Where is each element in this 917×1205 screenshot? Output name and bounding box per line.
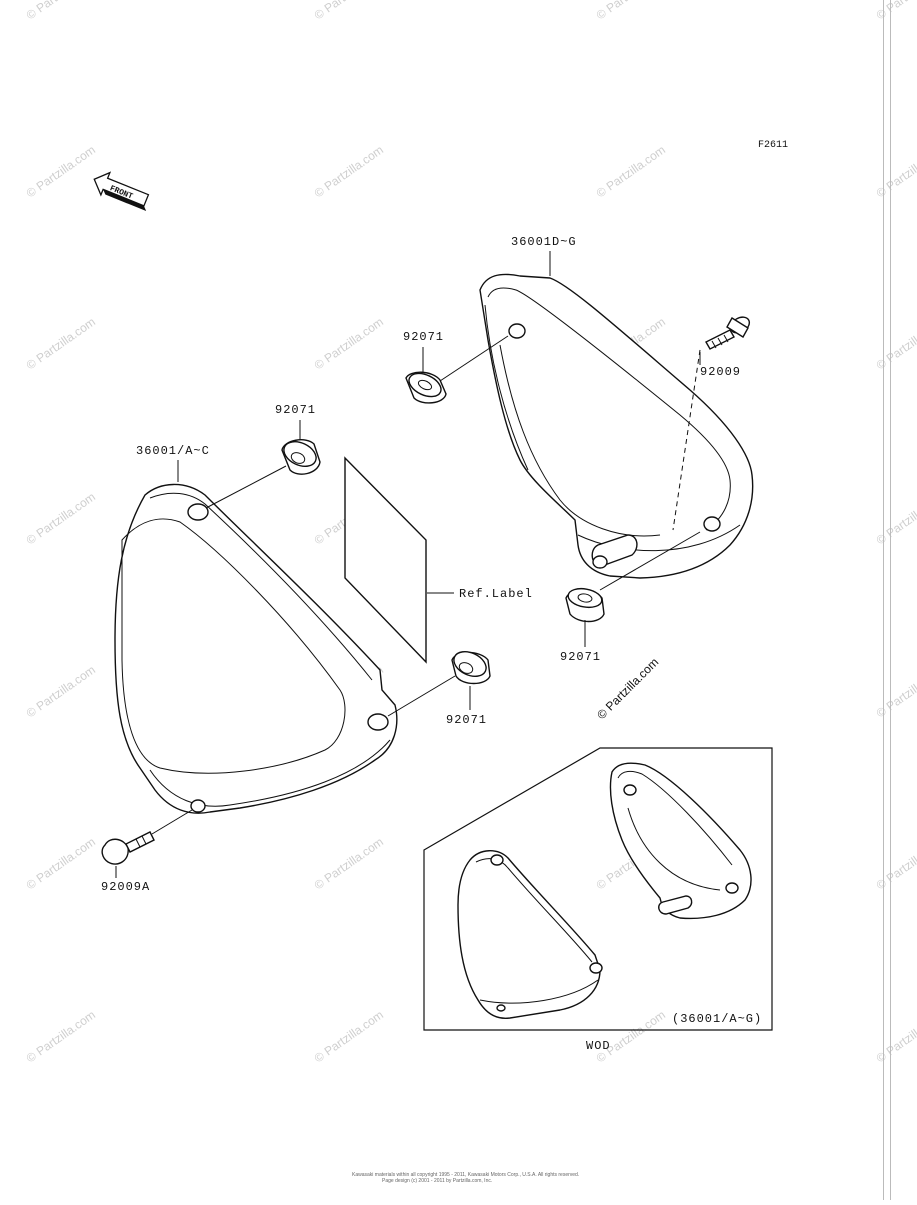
- part-label-92071: 92071: [403, 330, 444, 344]
- watermark-text: © Partzilla.com: [312, 1008, 386, 1066]
- watermark-text: © Partzilla.com: [24, 1008, 98, 1066]
- reference-label-sheet: [344, 456, 454, 664]
- mounting-pin: [703, 516, 721, 532]
- watermark-text: © Partzilla.com: [24, 143, 98, 201]
- watermark-text: © Partzilla.com: [312, 835, 386, 893]
- grommet-top-right: [405, 335, 509, 404]
- mounting-pin: [508, 323, 526, 339]
- watermark-text: © Partzilla.com: [874, 835, 917, 893]
- part-label-92071: 92071: [446, 713, 487, 727]
- watermark-text: © Partzilla.com: [874, 0, 917, 22]
- watermark-text: © Partzilla.com: [24, 315, 98, 373]
- watermark-text: © Partzilla.com: [24, 490, 98, 548]
- side-cover-right: [479, 273, 754, 579]
- grommet-bottom-left: [387, 651, 491, 717]
- part-label-92009: 92009: [700, 365, 741, 379]
- front-arrow-icon: FRONT: [93, 171, 150, 212]
- watermark-text: © Partzilla.com: [874, 315, 917, 373]
- watermark-text: © Partzilla.com: [24, 0, 98, 22]
- bolt-92009A: [101, 809, 193, 865]
- part-label-92071: 92071: [560, 650, 601, 664]
- watermark-text: © Partzilla.com: [312, 0, 386, 22]
- figure-code: F2611: [758, 140, 788, 151]
- watermark-text: © Partzilla.com: [594, 0, 668, 22]
- grommet-top-left: [205, 439, 321, 509]
- watermark-text: © Partzilla.com: [594, 655, 661, 722]
- footer-page-design: Page design (c) 2001 - 2011 by Partzilla…: [382, 1178, 492, 1184]
- inset-caption: (36001/A~G): [672, 1012, 762, 1026]
- watermark-text: © Partzilla.com: [874, 663, 917, 721]
- inset-note: WOD: [586, 1039, 611, 1053]
- mounting-pin: [187, 503, 209, 521]
- watermark-text: © Partzilla.com: [24, 835, 98, 893]
- page-edge-line: [883, 0, 884, 1200]
- mounting-hole: [190, 799, 206, 813]
- watermark-text: © Partzilla.com: [312, 143, 386, 201]
- part-label-36001D-G: 36001D~G: [511, 235, 577, 249]
- bolt-92009: [672, 316, 751, 531]
- watermark-text: © Partzilla.com: [594, 1008, 668, 1066]
- watermark-text: © Partzilla.com: [312, 315, 386, 373]
- part-label-92071: 92071: [275, 403, 316, 417]
- mounting-pin: [367, 713, 389, 731]
- footer-copyright: Kawasaki materials within all copyright …: [352, 1172, 579, 1178]
- watermark-text: © Partzilla.com: [874, 143, 917, 201]
- part-label-ref-label: Ref.Label: [459, 587, 533, 601]
- watermark-text: © Partzilla.com: [874, 1008, 917, 1066]
- watermark-text: © Partzilla.com: [594, 143, 668, 201]
- page-edge-line: [890, 0, 891, 1200]
- inset-panel: [423, 747, 773, 1031]
- side-cover-left: [114, 483, 398, 814]
- watermark-text: © Partzilla.com: [874, 490, 917, 548]
- grommet-bottom-right: [565, 531, 701, 623]
- part-label-92009A: 92009A: [101, 880, 150, 894]
- part-label-36001-A-C: 36001/A~C: [136, 444, 210, 458]
- watermark-text: © Partzilla.com: [24, 663, 98, 721]
